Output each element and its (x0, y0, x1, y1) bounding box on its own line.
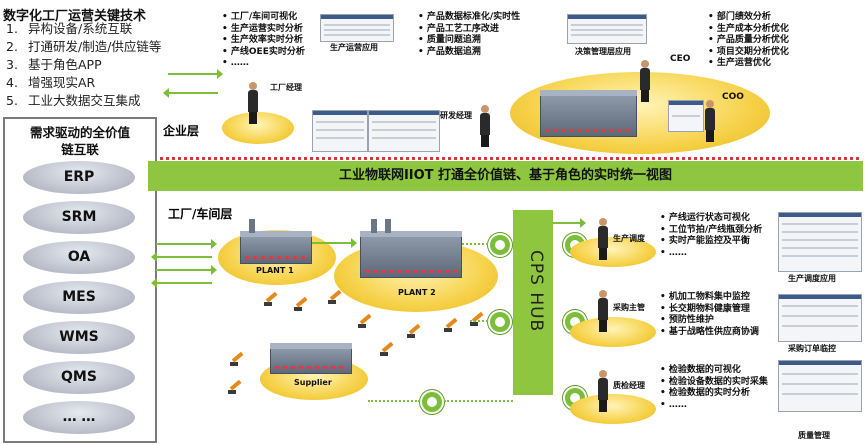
scheduling-app-label: 生产调度应用 (788, 274, 836, 283)
value-chain-title: 需求驱动的全价值链互联 (29, 125, 130, 157)
dashboard-screen (312, 110, 368, 152)
plant1-building (240, 219, 312, 264)
rd-manager-figure (480, 105, 490, 147)
robot-arm-icon (228, 350, 246, 366)
headquarters-building (540, 90, 637, 137)
role-coo: COO (722, 92, 744, 102)
decision-app-label: 决策管理层应用 (575, 47, 631, 56)
system-wms: WMS (23, 321, 135, 354)
role-ceo: CEO (670, 54, 691, 64)
key-tech-title: 数字化工厂运营关键技术 (3, 9, 147, 24)
arrow-right (553, 218, 586, 228)
iiot-banner (148, 161, 863, 191)
purchasing-list: 机加工物料集中监控 长交期物料健康管理 预防性维护 基于战略性供应商协调 (660, 292, 759, 338)
key-tech-item: 2.打通研发/制造/供应链等 (6, 39, 162, 54)
system-mes: MES (23, 281, 135, 314)
iiot-banner-text: 工业物联网IIOT 打通全价值链、基于角色的实时统一视图 (338, 168, 673, 183)
system-qms: QMS (23, 361, 135, 394)
connector-line (462, 243, 488, 245)
scheduler-list: 产线运行状态可视化 工位节拍/产线瓶颈分析 实时产能监控及平衡 …… (660, 213, 762, 259)
system-srm: SRM (23, 201, 135, 234)
system-more: … … (23, 401, 135, 434)
purchasing-platform (570, 317, 656, 347)
dashboard-screen (368, 110, 440, 152)
purchase-app-screenshot (778, 294, 862, 342)
system-erp: ERP (23, 161, 135, 194)
coo-figure (705, 100, 715, 142)
arrow-right (156, 265, 217, 275)
factory-manager-figure (248, 82, 258, 124)
layer-divider (160, 157, 860, 160)
arrow-left (151, 278, 212, 288)
key-tech-list: 1.异构设备/系统互联 2.打通研发/制造/供应链等 3.基于角色APP 4.增… (6, 20, 161, 110)
robot-arm-icon (405, 322, 423, 338)
role-factory-manager: 工厂经理 (270, 83, 302, 92)
plant2-building (360, 219, 462, 278)
scheduler-platform (570, 237, 656, 267)
product-data-list: 产品数据标准化/实时性 产品工艺工序改进 质量问题追溯 产品数据追溯 (418, 12, 520, 58)
plant2-label: PLANT 2 (398, 288, 436, 297)
quality-figure (598, 370, 608, 412)
supplier-label: Supplier (294, 378, 332, 387)
scheduler-figure (598, 218, 608, 260)
ceo-analysis-list: 部门绩效分析 生产成本分析优化 产品质量分析优化 项目交期分析优化 生产运营优化 (708, 12, 789, 70)
plant1-label: PLANT 1 (256, 266, 294, 275)
production-app-label: 生产运营应用 (330, 43, 378, 52)
quality-platform (570, 394, 656, 424)
quality-list: 检验数据的可视化 检验设备数据的实时采集 检验数据的实时分析 …… (660, 365, 768, 411)
connector-line (368, 400, 420, 402)
factory-analysis-list: 工厂/车间可视化 生产运营实时分析 生产效率实时分析 产线OEE实时分析 …… (222, 12, 305, 70)
gear-icon (488, 233, 512, 257)
key-tech-item: 5.工业大数据交互集成 (6, 93, 141, 108)
robot-arm-icon (226, 378, 244, 394)
robot-arm-icon (468, 310, 486, 326)
connector-line (470, 320, 488, 322)
production-app-screenshot (320, 14, 394, 42)
scheduling-app-screenshot (778, 212, 862, 272)
factory-manager-platform (222, 112, 294, 144)
robot-arm-icon (378, 340, 396, 356)
role-scheduler: 生产调度 (613, 234, 645, 243)
shopfloor-layer-label: 工厂/车间层 (168, 207, 233, 221)
key-tech-item: 4.增强现实AR (6, 75, 96, 90)
robot-arm-icon (326, 288, 344, 304)
quality-app-screenshot (778, 360, 862, 412)
gear-icon (420, 390, 444, 414)
ceo-figure (640, 60, 650, 102)
arrow-right (156, 239, 217, 249)
system-oa: OA (23, 241, 135, 274)
quality-app-label: 质量管理 (798, 431, 830, 440)
key-tech-item: 1.异构设备/系统互联 (6, 21, 133, 36)
role-purchasing: 采购主管 (613, 303, 645, 312)
arrow-right (312, 238, 357, 248)
robot-arm-icon (262, 290, 280, 306)
key-tech-item: 3.基于角色APP (6, 57, 102, 72)
cps-hub-label: CPS HUB (526, 250, 546, 333)
arrow-left (151, 252, 212, 262)
supplier-building (270, 343, 352, 374)
cps-hub (513, 210, 553, 395)
purchasing-figure (598, 290, 608, 332)
value-chain-panel: 需求驱动的全价值链互联 ERP SRM OA MES WMS QMS … … (3, 117, 157, 443)
robot-arm-icon (356, 312, 374, 328)
arrow-left (163, 88, 218, 98)
purchase-app-label: 采购订单临控 (788, 344, 836, 353)
decision-app-screenshot (567, 14, 647, 44)
role-rd-manager: 研发经理 (440, 111, 472, 120)
enterprise-layer-label: 企业层 (163, 124, 200, 138)
robot-arm-icon (442, 316, 460, 332)
robot-arm-icon (292, 295, 310, 311)
role-quality: 质检经理 (613, 381, 645, 390)
kpi-chart-screen (668, 100, 704, 132)
arrow-right (168, 69, 223, 79)
gear-icon (488, 310, 512, 334)
connector-line (444, 400, 513, 402)
